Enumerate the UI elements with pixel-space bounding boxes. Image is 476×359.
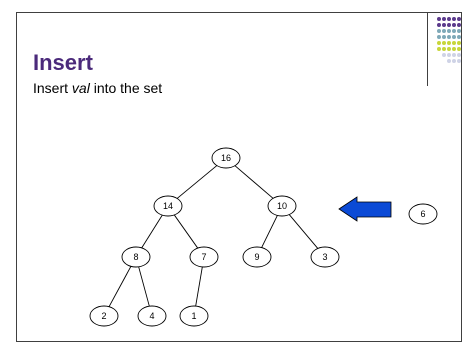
decorative-dot <box>452 29 456 33</box>
decorative-dot <box>437 35 441 39</box>
tree-edge <box>288 214 319 249</box>
tree-edge <box>141 214 163 249</box>
tree-node: 2 <box>89 305 119 327</box>
node-label: 8 <box>133 252 138 262</box>
decorative-dot <box>442 17 446 21</box>
decorative-dot <box>447 47 451 51</box>
subtitle-variable: val <box>71 80 90 96</box>
node-label: 9 <box>254 252 259 262</box>
tree-node: 14 <box>153 195 183 217</box>
node-label: 3 <box>322 252 327 262</box>
decorative-dot <box>457 23 461 27</box>
node-ellipse <box>408 203 438 225</box>
decorative-dot <box>452 35 456 39</box>
decorative-dot <box>447 59 451 63</box>
decorative-dot <box>437 47 441 51</box>
node-ellipse <box>310 246 340 268</box>
decorative-dot <box>452 47 456 51</box>
decorative-dot <box>437 29 441 33</box>
slide-frame <box>16 12 462 342</box>
decorative-dot <box>457 53 461 57</box>
decorative-dot <box>442 35 446 39</box>
tree-edge <box>234 165 274 199</box>
tree-edge <box>108 266 132 307</box>
decorative-dot <box>447 53 451 57</box>
decorative-dot <box>447 35 451 39</box>
new-node: 6 <box>408 203 438 225</box>
tree-edge <box>195 266 203 307</box>
tree-edge <box>261 215 278 248</box>
node-ellipse <box>153 195 183 217</box>
node-ellipse <box>211 147 241 169</box>
tree-edge <box>173 214 199 249</box>
node-label: 1 <box>191 311 196 321</box>
node-ellipse <box>242 246 272 268</box>
node-label: 6 <box>420 209 425 219</box>
node-ellipse <box>179 305 209 327</box>
decorative-dot <box>437 23 441 27</box>
decorative-dot <box>437 17 441 21</box>
tree-node: 10 <box>267 195 297 217</box>
decorative-dot-grid <box>437 17 463 77</box>
decorative-dot <box>447 23 451 27</box>
tree-node: 9 <box>242 246 272 268</box>
decorative-dot <box>452 41 456 45</box>
tree-node: 1 <box>179 305 209 327</box>
decorative-dot <box>457 41 461 45</box>
decorative-dot <box>442 47 446 51</box>
insert-arrow <box>338 196 392 222</box>
decorative-dot <box>442 53 446 57</box>
decorative-dot <box>442 29 446 33</box>
decorative-dot <box>452 23 456 27</box>
tree-edge <box>138 266 150 307</box>
decorative-dot <box>457 47 461 51</box>
subtitle-suffix: into the set <box>89 80 163 96</box>
tree-edge <box>176 165 218 199</box>
decorative-dot <box>452 53 456 57</box>
tree-node: 8 <box>121 246 151 268</box>
decorative-dot <box>457 29 461 33</box>
tree-node: 4 <box>137 305 167 327</box>
node-label: 16 <box>221 153 231 163</box>
decorative-dot <box>447 17 451 21</box>
decorative-dot <box>452 17 456 21</box>
node-ellipse <box>189 246 219 268</box>
decorative-dot <box>452 59 456 63</box>
new-value-node: 6 <box>408 203 438 225</box>
tree-edges <box>108 165 319 307</box>
decorative-dot <box>457 59 461 63</box>
node-label: 4 <box>149 311 154 321</box>
subtitle-prefix: Insert <box>33 80 72 96</box>
slide-title: Insert <box>33 50 93 75</box>
node-label: 7 <box>201 252 206 262</box>
decorative-dot <box>457 35 461 39</box>
tree-nodes: 16 14 10 8 7 9 3 2 4 1 <box>89 147 340 327</box>
tree-node: 16 <box>211 147 241 169</box>
node-label: 2 <box>101 311 106 321</box>
tree-node: 7 <box>189 246 219 268</box>
decorative-dot <box>442 23 446 27</box>
node-ellipse <box>137 305 167 327</box>
tree-node: 3 <box>310 246 340 268</box>
node-label: 10 <box>277 201 287 211</box>
decorative-dot <box>447 29 451 33</box>
decorative-dot <box>442 41 446 45</box>
decorative-dot <box>437 41 441 45</box>
node-ellipse <box>267 195 297 217</box>
decorative-divider <box>427 12 428 86</box>
node-label: 14 <box>163 201 173 211</box>
slide-subtitle: Insert val into the set <box>33 80 162 96</box>
decorative-dot <box>447 41 451 45</box>
decorative-dot <box>457 17 461 21</box>
node-ellipse <box>121 246 151 268</box>
node-ellipse <box>89 305 119 327</box>
